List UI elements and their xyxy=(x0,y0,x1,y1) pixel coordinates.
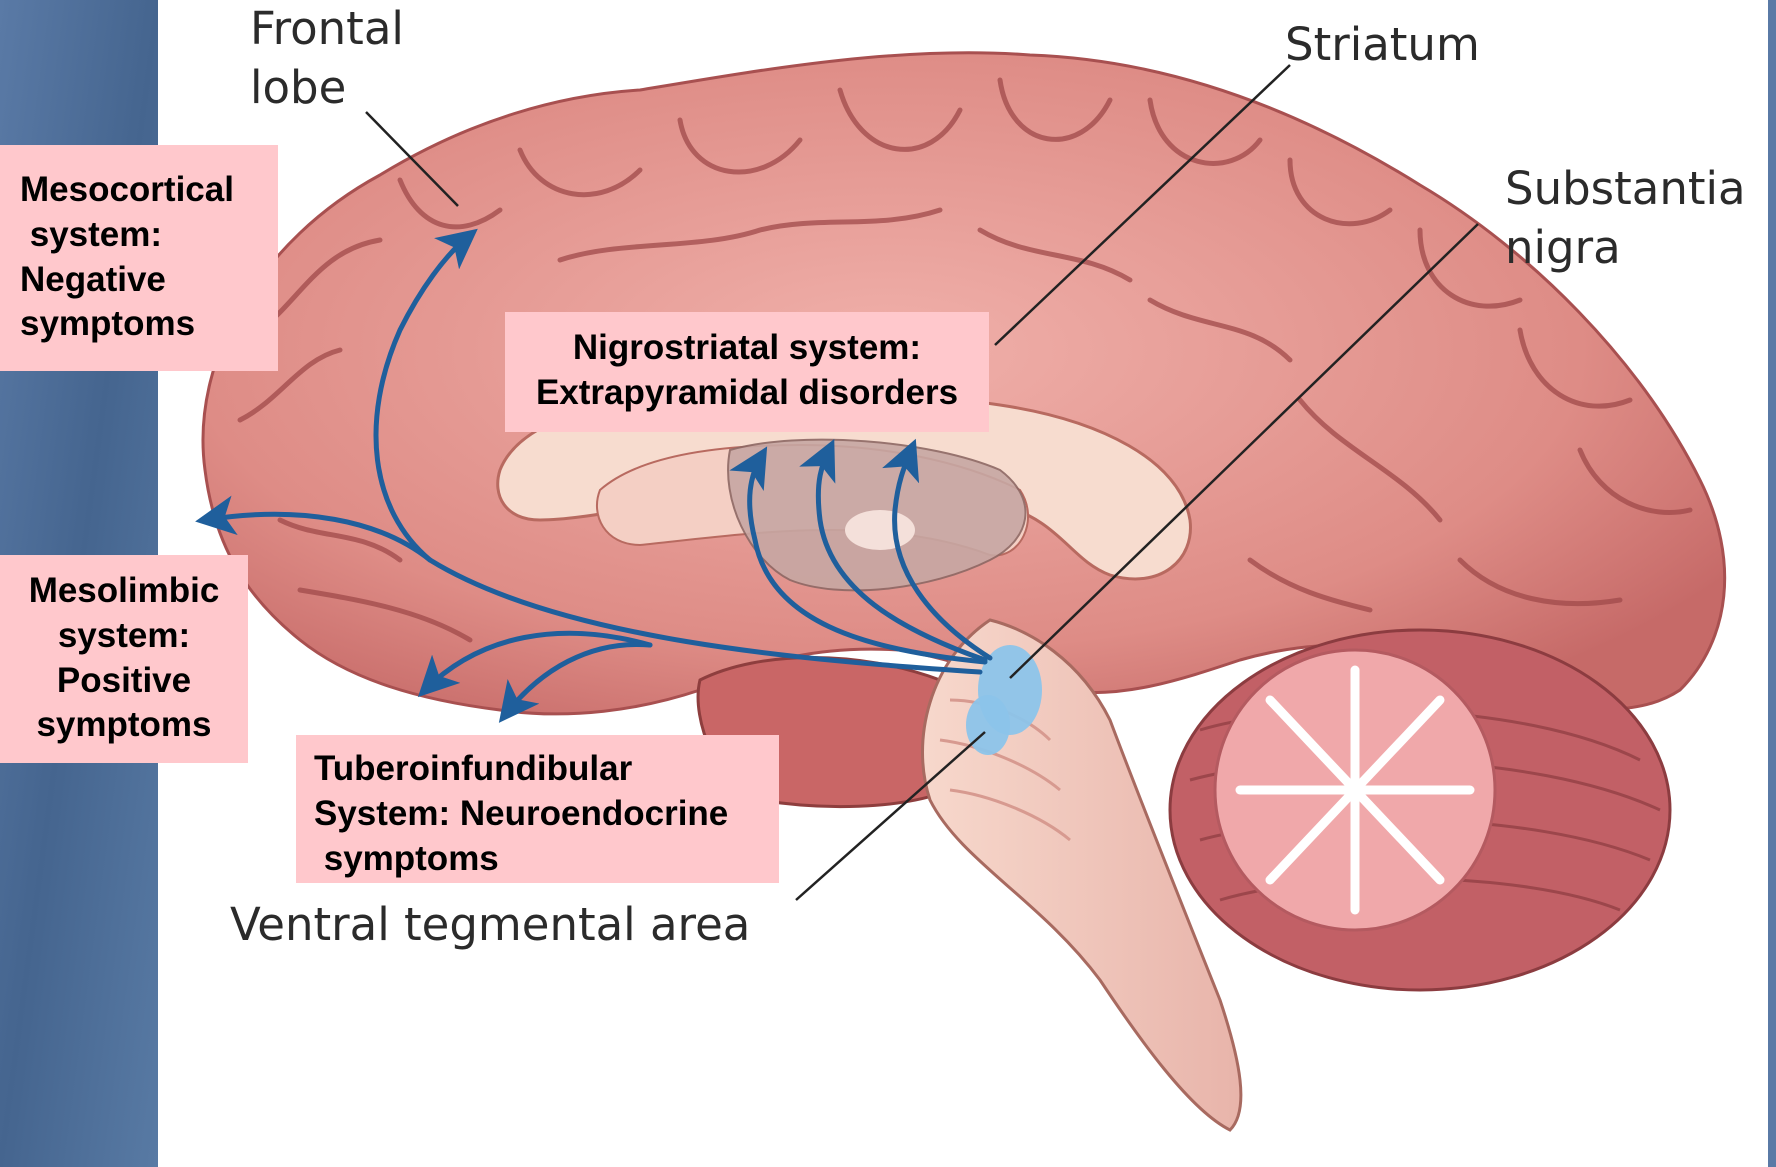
callout-line: Positive xyxy=(0,659,248,704)
mesocortical-callout: Mesocortical system: Negative symptoms xyxy=(0,145,278,371)
mesolimbic-callout: Mesolimbic system: Positive symptoms xyxy=(0,555,248,763)
callout-line: Negative xyxy=(20,258,278,303)
ventral-tegmental-area-label: Ventral tegmental area xyxy=(230,896,750,955)
callout-line: symptoms xyxy=(20,302,278,347)
callout-line: Extrapyramidal disorders xyxy=(505,371,989,416)
callout-line: symptoms xyxy=(0,703,248,748)
callout-line: Nigrostriatal system: xyxy=(505,326,989,371)
frontal-lobe-label: Frontal lobe xyxy=(250,0,404,117)
callout-line: Tuberoinfundibular xyxy=(314,747,779,792)
callout-line: Mesolimbic xyxy=(0,569,248,614)
substantia-nigra-label: Substantia nigra xyxy=(1505,160,1746,277)
tuberoinfundibular-callout: Tuberoinfundibular System: Neuroendocrin… xyxy=(296,735,779,883)
callout-line: system: xyxy=(0,614,248,659)
callout-line: system: xyxy=(20,213,278,258)
brain-illustration xyxy=(203,53,1725,1130)
callout-line: System: Neuroendocrine xyxy=(314,792,779,837)
callout-line: symptoms xyxy=(314,837,779,882)
striatum-label: Striatum xyxy=(1285,16,1480,75)
callout-line: Mesocortical xyxy=(20,168,278,213)
nigrostriatal-callout: Nigrostriatal system: Extrapyramidal dis… xyxy=(505,312,989,432)
